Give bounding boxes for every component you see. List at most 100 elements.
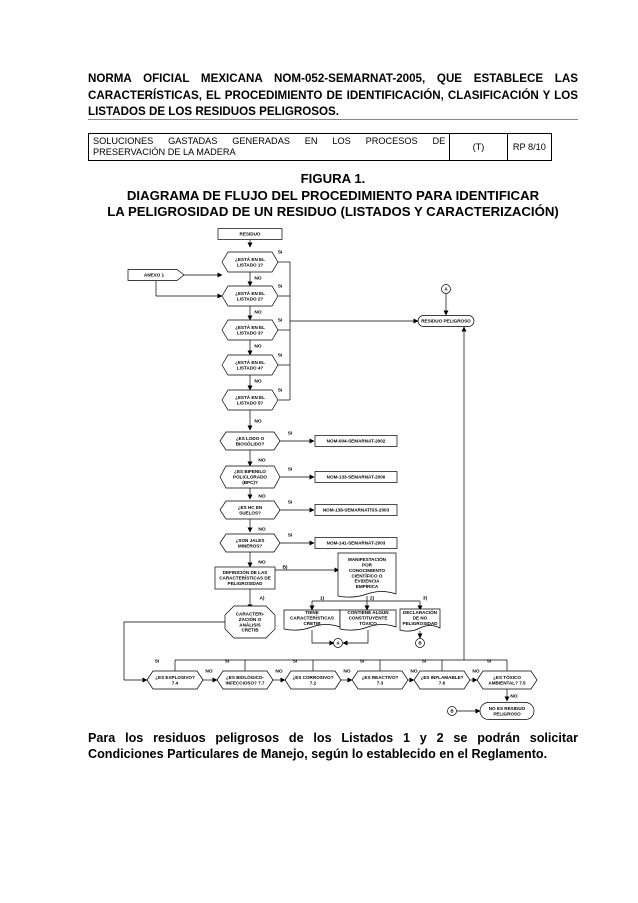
label-1: 1) xyxy=(320,596,325,602)
question-1-decision xyxy=(219,431,281,451)
si-label: SI xyxy=(360,659,365,665)
caracterizacion-decision xyxy=(224,605,276,639)
si-label: SI xyxy=(278,284,283,290)
question-4-decision xyxy=(219,533,281,553)
flow-connector xyxy=(311,630,335,646)
test-5-decision-text: ¿ES INFLAMABLE?7.6 xyxy=(421,675,464,685)
listado-4-decision xyxy=(221,354,279,376)
test-1-decision xyxy=(146,670,204,690)
residuo-box-text: RESIDUO xyxy=(240,232,261,237)
nom-1-box-text: NOM-004-SEMARNAT-2002 xyxy=(327,439,386,444)
test-2-decision xyxy=(216,670,274,690)
footer-note: Para los residuos peligrosos de los List… xyxy=(88,731,578,761)
si-label: SI xyxy=(278,388,283,394)
table-row: SOLUCIONES GASTADAS GENERADAS EN LOS PRO… xyxy=(87,133,553,161)
si-label: SI xyxy=(293,659,298,665)
declaracion-doc xyxy=(399,608,441,632)
si-label: SI xyxy=(288,533,293,539)
waste-description: SOLUCIONES GASTADAS GENERADAS EN LOS PRO… xyxy=(87,133,451,161)
no-label: NO xyxy=(254,419,261,425)
label-3: 3) xyxy=(423,596,428,602)
label-a: A) xyxy=(259,596,264,602)
no-label: NO xyxy=(343,669,350,675)
no-es-peligroso-terminal xyxy=(479,702,535,720)
figure-label: FIGURA 1. xyxy=(300,171,366,186)
listado-1-decision xyxy=(221,251,279,273)
flow-connector xyxy=(123,621,225,683)
nom-2-box-text: NOM-133-SEMARNAT-2000 xyxy=(327,475,386,480)
header-divider xyxy=(88,119,578,120)
manifestacion-doc xyxy=(337,552,397,598)
residuo-peligroso-terminal xyxy=(417,315,475,327)
anexo-1-box-text: ANEXO 1 xyxy=(144,273,165,278)
no-label: NO xyxy=(510,694,517,700)
no-label: NO xyxy=(254,276,261,282)
si-label: SI xyxy=(487,659,492,665)
tiene-cretib-doc xyxy=(283,609,341,631)
test-4-decision-text: ¿ES REACTIVO?7.3 xyxy=(362,675,399,685)
no-label: NO xyxy=(472,669,479,675)
label-b: B) xyxy=(282,565,287,571)
no-label: NO xyxy=(258,560,265,566)
no-label: NO xyxy=(258,527,265,533)
header-line-2: CARACTERÍSTICAS, EL PROCEDIMIENTO DE IDE… xyxy=(88,88,578,102)
question-3-decision xyxy=(219,500,281,520)
listado-5-decision xyxy=(221,389,279,411)
nom-1-box xyxy=(314,435,398,447)
si-label: SI xyxy=(155,659,160,665)
connector-a-bottom-text: A xyxy=(336,641,340,646)
si-label: SI xyxy=(225,659,230,665)
test-1-decision-text: ¿ES EXPLOSIVO?7.4 xyxy=(155,675,195,685)
no-label: NO xyxy=(258,494,265,500)
test-3-decision-text: ¿ES CORROSIVO?7.2 xyxy=(292,675,333,685)
nom-3-box xyxy=(314,504,398,516)
residuo-peligroso-terminal-text: RESIDUO PELIGROSO xyxy=(421,319,471,324)
contiene-toxico-doc xyxy=(339,609,397,631)
nom-3-box-text: NOM-138-SEMARNAT/SS-2003 xyxy=(323,508,390,513)
residuo-box xyxy=(217,228,283,240)
question-2-decision xyxy=(219,465,281,489)
flow-connector xyxy=(155,281,223,299)
connector-a-top-text: A xyxy=(444,287,448,292)
no-label: NO xyxy=(254,379,261,385)
figure-title-line-2: LA PELIGROSIDAD DE UN RESIDUO (LISTADOS … xyxy=(107,204,559,219)
nom-4-box xyxy=(314,537,398,549)
test-4-decision xyxy=(351,670,409,690)
si-label: SI xyxy=(288,467,293,473)
flow-connector xyxy=(342,630,369,646)
figure-title: FIGURA 1. DIAGRAMA DE FLUJO DEL PROCEDIM… xyxy=(88,171,578,221)
waste-info-table: SOLUCIONES GASTADAS GENERADAS EN LOS PRO… xyxy=(87,133,553,161)
listado-2-decision xyxy=(221,285,279,307)
test-5-decision xyxy=(413,670,471,690)
no-label: NO xyxy=(410,669,417,675)
connector-a-top xyxy=(441,284,451,294)
test-2-decision-text: ¿ES BIOLÓGICO-INFECCIOSO? 7.7 xyxy=(225,673,264,685)
waste-code: RP 8/10 xyxy=(506,133,553,161)
header-line-3: LISTADOS DE LOS RESIDUOS PELIGROSOS. xyxy=(88,105,340,118)
definicion-box xyxy=(214,566,276,590)
nom-2-box xyxy=(314,471,398,483)
connector-a-bottom xyxy=(333,638,343,648)
no-label: NO xyxy=(258,458,265,464)
no-label: NO xyxy=(275,669,282,675)
anexo-1-box xyxy=(127,269,185,281)
test-3-decision xyxy=(284,670,342,690)
header-line-1: NORMA OFICIAL MEXICANA NOM-052-SEMARNAT-… xyxy=(88,72,578,85)
si-label: SI xyxy=(288,500,293,506)
si-label: SI xyxy=(422,659,427,665)
label-2: 2) xyxy=(370,596,375,602)
